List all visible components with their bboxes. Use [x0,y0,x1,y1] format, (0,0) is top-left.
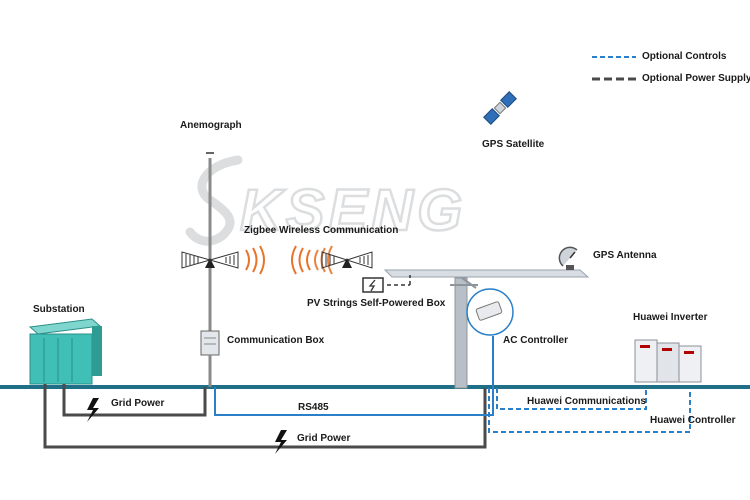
solar-tracker [383,269,590,389]
ac-controller-label: AC Controller [503,335,568,346]
lightning-icon [275,430,287,454]
zigbee-signal-left [181,245,265,275]
pv-box-icon [362,275,411,293]
grid-power-line-2 [43,384,487,449]
grid-power-label-1: Grid Power [111,398,165,409]
gps-antenna-label: GPS Antenna [593,250,657,261]
gps-satellite-label: GPS Satellite [482,139,545,150]
rs485-line [214,336,494,416]
ac-controller-device [466,288,514,336]
svg-text:KSENG: KSENG [240,178,466,243]
legend-optional-controls: Optional Controls [642,51,727,62]
gps-antenna-icon [558,246,578,270]
legend-optional-power-supply: Optional Power Supply [642,73,750,84]
huawei-inverter-label: Huawei Inverter [633,312,708,323]
substation-label: Substation [33,304,85,315]
anemograph-label: Anemograph [180,120,242,131]
huawei-communications-label: Huawei Communications [527,396,646,407]
huawei-inverter-icon [634,339,702,383]
kseng-logo-watermark: KSENG [185,155,466,246]
communication-box-icon [200,330,220,387]
rs485-label: RS485 [298,402,329,413]
grid-power-line-1 [62,384,207,417]
communication-box-label: Communication Box [227,335,325,346]
pv-box-label: PV Strings Self-Powered Box [307,298,446,309]
huawei-controller-label: Huawei Controller [650,415,736,426]
zigbee-signal-right [291,245,373,275]
substation-icon [28,318,102,385]
huawei-communications-line [488,388,691,433]
gps-satellite-icon [483,91,517,125]
zigbee-label: Zigbee Wireless Communication [244,225,399,236]
grid-power-label-2: Grid Power [297,433,351,444]
lightning-icon [87,398,99,422]
anemograph-mast [205,152,215,333]
